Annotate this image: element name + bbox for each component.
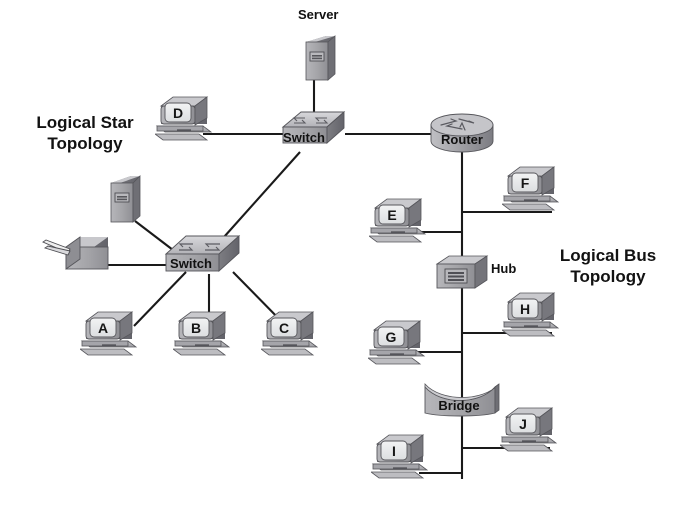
label-switch-top: Switch bbox=[283, 130, 325, 145]
label-pc-j: J bbox=[519, 416, 527, 432]
device-pc-j[interactable] bbox=[500, 405, 562, 457]
label-router: Router bbox=[441, 132, 483, 147]
label-pc-d: D bbox=[172, 105, 184, 121]
label-server-top: Server bbox=[298, 7, 339, 22]
label-pc-g: G bbox=[385, 329, 397, 345]
label-pc-e: E bbox=[387, 207, 397, 223]
device-pc-b[interactable] bbox=[173, 309, 235, 361]
label-bridge: Bridge bbox=[438, 398, 480, 413]
device-pc-f[interactable] bbox=[502, 164, 564, 216]
device-bridge[interactable] bbox=[421, 379, 503, 423]
device-pc-e[interactable] bbox=[369, 196, 431, 248]
label-pc-b: B bbox=[190, 320, 202, 336]
device-router[interactable] bbox=[429, 111, 495, 157]
label-pc-c: C bbox=[278, 320, 290, 336]
label-pc-i: I bbox=[392, 443, 396, 459]
annotation-logical-bus-topology: Logical Bus Topology bbox=[559, 246, 657, 286]
link-serverleft-switch bbox=[134, 220, 174, 251]
device-pc-i[interactable] bbox=[371, 432, 433, 484]
annotation-logical-star-topology: Logical Star Topology bbox=[36, 113, 134, 153]
device-switch-top[interactable] bbox=[281, 109, 347, 155]
device-pc-h[interactable] bbox=[502, 290, 564, 342]
label-pc-f: F bbox=[520, 175, 530, 191]
device-pc-c[interactable] bbox=[261, 309, 323, 361]
link-switch-switch bbox=[223, 151, 301, 238]
device-server-left[interactable] bbox=[107, 172, 143, 226]
label-hub: Hub bbox=[491, 261, 517, 276]
device-pc-a[interactable] bbox=[80, 309, 142, 361]
device-pc-d[interactable] bbox=[155, 94, 217, 146]
label-switch-left: Switch bbox=[170, 256, 212, 271]
label-pc-a: A bbox=[97, 320, 109, 336]
device-hub[interactable] bbox=[435, 254, 489, 292]
device-printer[interactable] bbox=[40, 233, 112, 277]
device-switch-left[interactable] bbox=[164, 232, 242, 280]
device-server-top[interactable] bbox=[302, 32, 338, 84]
label-pc-h: H bbox=[519, 301, 531, 317]
device-pc-g[interactable] bbox=[368, 318, 430, 370]
link-switch-pca bbox=[133, 271, 187, 327]
